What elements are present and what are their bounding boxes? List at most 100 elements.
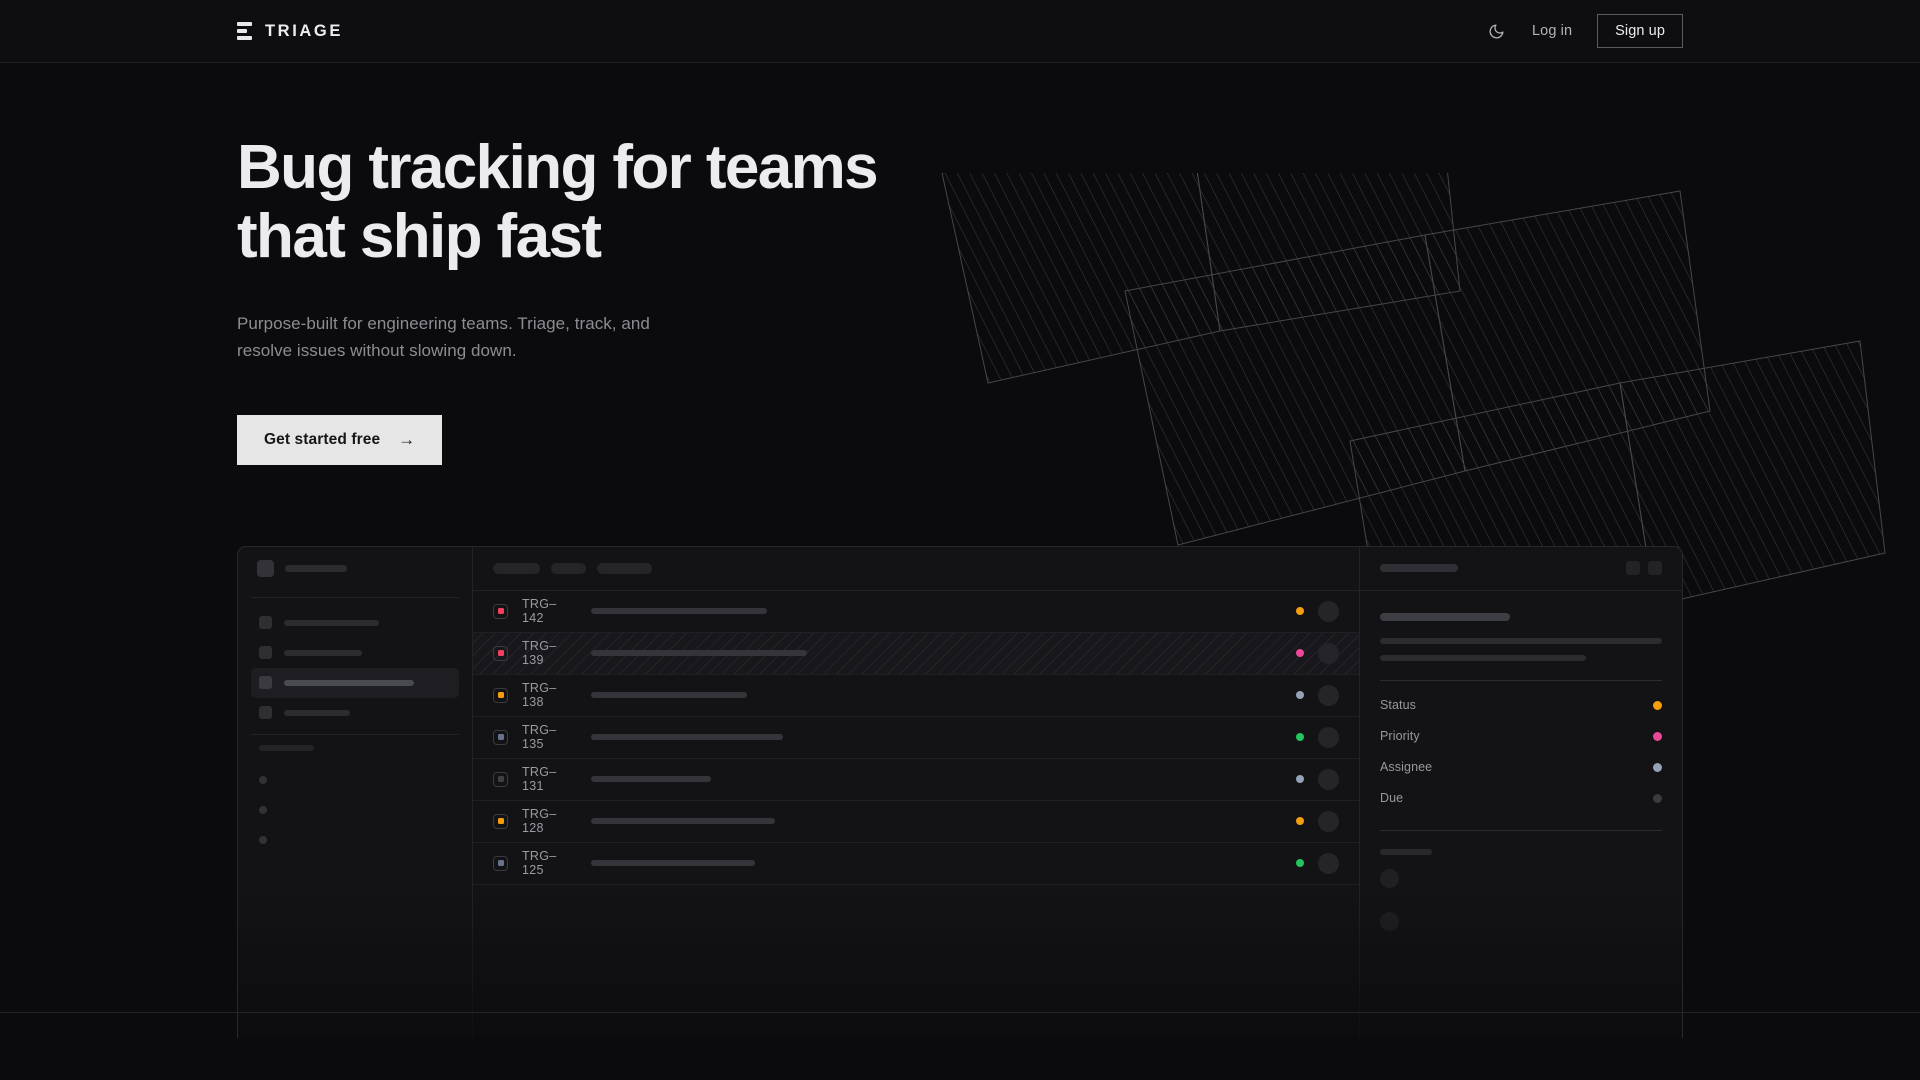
priority-swatch	[497, 818, 504, 825]
signup-button[interactable]: Sign up	[1597, 14, 1683, 48]
workspace-avatar	[257, 560, 274, 578]
issue-title-placeholder	[591, 608, 767, 615]
sidebar-divider-bottom	[251, 733, 459, 735]
toolbar-control-0[interactable]	[493, 562, 540, 574]
issue-title-placeholder	[591, 818, 775, 825]
issue-id: TRG–135	[522, 723, 557, 752]
status-dot	[1296, 691, 1304, 700]
issue-id: TRG–138	[522, 681, 557, 710]
sidebar-item-1[interactable]	[251, 638, 459, 668]
meta-value-dot	[1653, 700, 1662, 710]
sidebar-sub-item-2[interactable]	[251, 825, 459, 855]
workspace-switcher[interactable]	[251, 547, 459, 591]
sidebar-item-label-placeholder	[284, 709, 350, 716]
meta-row-assignee[interactable]: Assignee	[1380, 752, 1662, 783]
detail-comment-list	[1380, 868, 1662, 931]
issue-row[interactable]: TRG–142	[473, 591, 1359, 633]
detail-action-button-0[interactable]	[1626, 561, 1640, 576]
sidebar-item-label-placeholder	[284, 679, 414, 686]
priority-badge-icon	[493, 645, 508, 661]
toolbar-control-2[interactable]	[597, 562, 652, 574]
meta-value-dot	[1653, 793, 1662, 803]
issue-row[interactable]: TRG–135	[473, 717, 1359, 759]
page-title: Bug tracking for teams that ship fast	[237, 133, 879, 272]
assignee-avatar[interactable]	[1318, 852, 1339, 874]
assignee-avatar[interactable]	[1318, 726, 1339, 748]
status-dot	[1296, 817, 1304, 826]
comment-item	[1380, 911, 1662, 931]
sidebar-sub-item-0[interactable]	[251, 765, 459, 795]
status-dot	[1296, 775, 1304, 784]
comment-item	[1380, 868, 1662, 888]
comment-avatar	[1380, 868, 1399, 888]
assignee-avatar[interactable]	[1318, 600, 1339, 622]
priority-swatch	[497, 650, 504, 657]
sidebar-item-icon	[259, 706, 272, 720]
issue-id: TRG–128	[522, 807, 557, 836]
sidebar-item-icon	[259, 616, 272, 630]
list-toolbar	[473, 547, 1359, 591]
issue-row[interactable]: TRG–125	[473, 843, 1359, 885]
assignee-avatar[interactable]	[1318, 684, 1339, 706]
issue-title-placeholder	[591, 692, 747, 699]
sidebar-item-3[interactable]	[251, 698, 459, 728]
assignee-avatar[interactable]	[1318, 810, 1339, 832]
priority-swatch	[497, 860, 504, 867]
detail-description-line-1	[1380, 637, 1662, 644]
meta-value-dot	[1653, 731, 1662, 741]
issue-row[interactable]: TRG–139	[473, 632, 1359, 675]
priority-swatch	[497, 608, 504, 615]
sidebar-item-label-placeholder	[284, 649, 362, 656]
meta-row-due[interactable]: Due	[1380, 783, 1662, 814]
brand-logo[interactable]: TRIAGE	[237, 22, 343, 41]
issue-title-placeholder	[591, 860, 755, 867]
get-started-button[interactable]: Get started free →	[237, 414, 443, 465]
status-dot	[1296, 649, 1304, 658]
login-link[interactable]: Log in	[1532, 23, 1573, 39]
sidebar-sub-item-dot	[259, 805, 267, 814]
sidebar-item-2[interactable]	[251, 667, 459, 698]
meta-label: Priority	[1380, 729, 1420, 744]
sidebar-item-icon	[259, 646, 272, 660]
issue-id: TRG–125	[522, 849, 557, 878]
priority-badge-icon	[493, 855, 508, 871]
sidebar-item-0[interactable]	[251, 608, 459, 638]
stacked-bars-icon	[237, 22, 252, 40]
sidebar-section-label	[259, 744, 314, 751]
priority-swatch	[497, 734, 504, 741]
moon-icon[interactable]	[1485, 20, 1507, 42]
meta-value-dot	[1653, 762, 1662, 772]
issue-row[interactable]: TRG–138	[473, 675, 1359, 717]
workspace-name-placeholder	[285, 565, 347, 573]
detail-activity-label	[1380, 848, 1432, 855]
sidebar-item-label-placeholder	[284, 619, 379, 626]
detail-action-button-1[interactable]	[1648, 561, 1662, 576]
assignee-avatar[interactable]	[1318, 768, 1339, 790]
issue-title-placeholder	[591, 734, 783, 741]
meta-row-status[interactable]: Status	[1380, 690, 1662, 721]
sidebar-sub-item-1[interactable]	[251, 795, 459, 825]
priority-badge-icon	[493, 771, 508, 787]
hero-subtitle: Purpose-built for engineering teams. Tri…	[237, 313, 650, 361]
detail-divider	[1380, 679, 1662, 681]
status-dot	[1296, 733, 1304, 742]
status-dot	[1296, 607, 1304, 616]
issue-id: TRG–139	[522, 639, 557, 668]
brand-name: TRIAGE	[265, 21, 343, 40]
meta-row-priority[interactable]: Priority	[1380, 721, 1662, 752]
priority-badge-icon	[493, 687, 508, 703]
issue-id: TRG–142	[522, 597, 557, 626]
cta-label: Get started free	[264, 430, 381, 448]
assignee-avatar[interactable]	[1318, 642, 1339, 664]
toolbar-control-1[interactable]	[551, 562, 586, 574]
sidebar-divider-top	[251, 596, 459, 598]
issue-row[interactable]: TRG–131	[473, 759, 1359, 801]
issue-row[interactable]: TRG–128	[473, 801, 1359, 843]
meta-label: Status	[1380, 698, 1417, 713]
